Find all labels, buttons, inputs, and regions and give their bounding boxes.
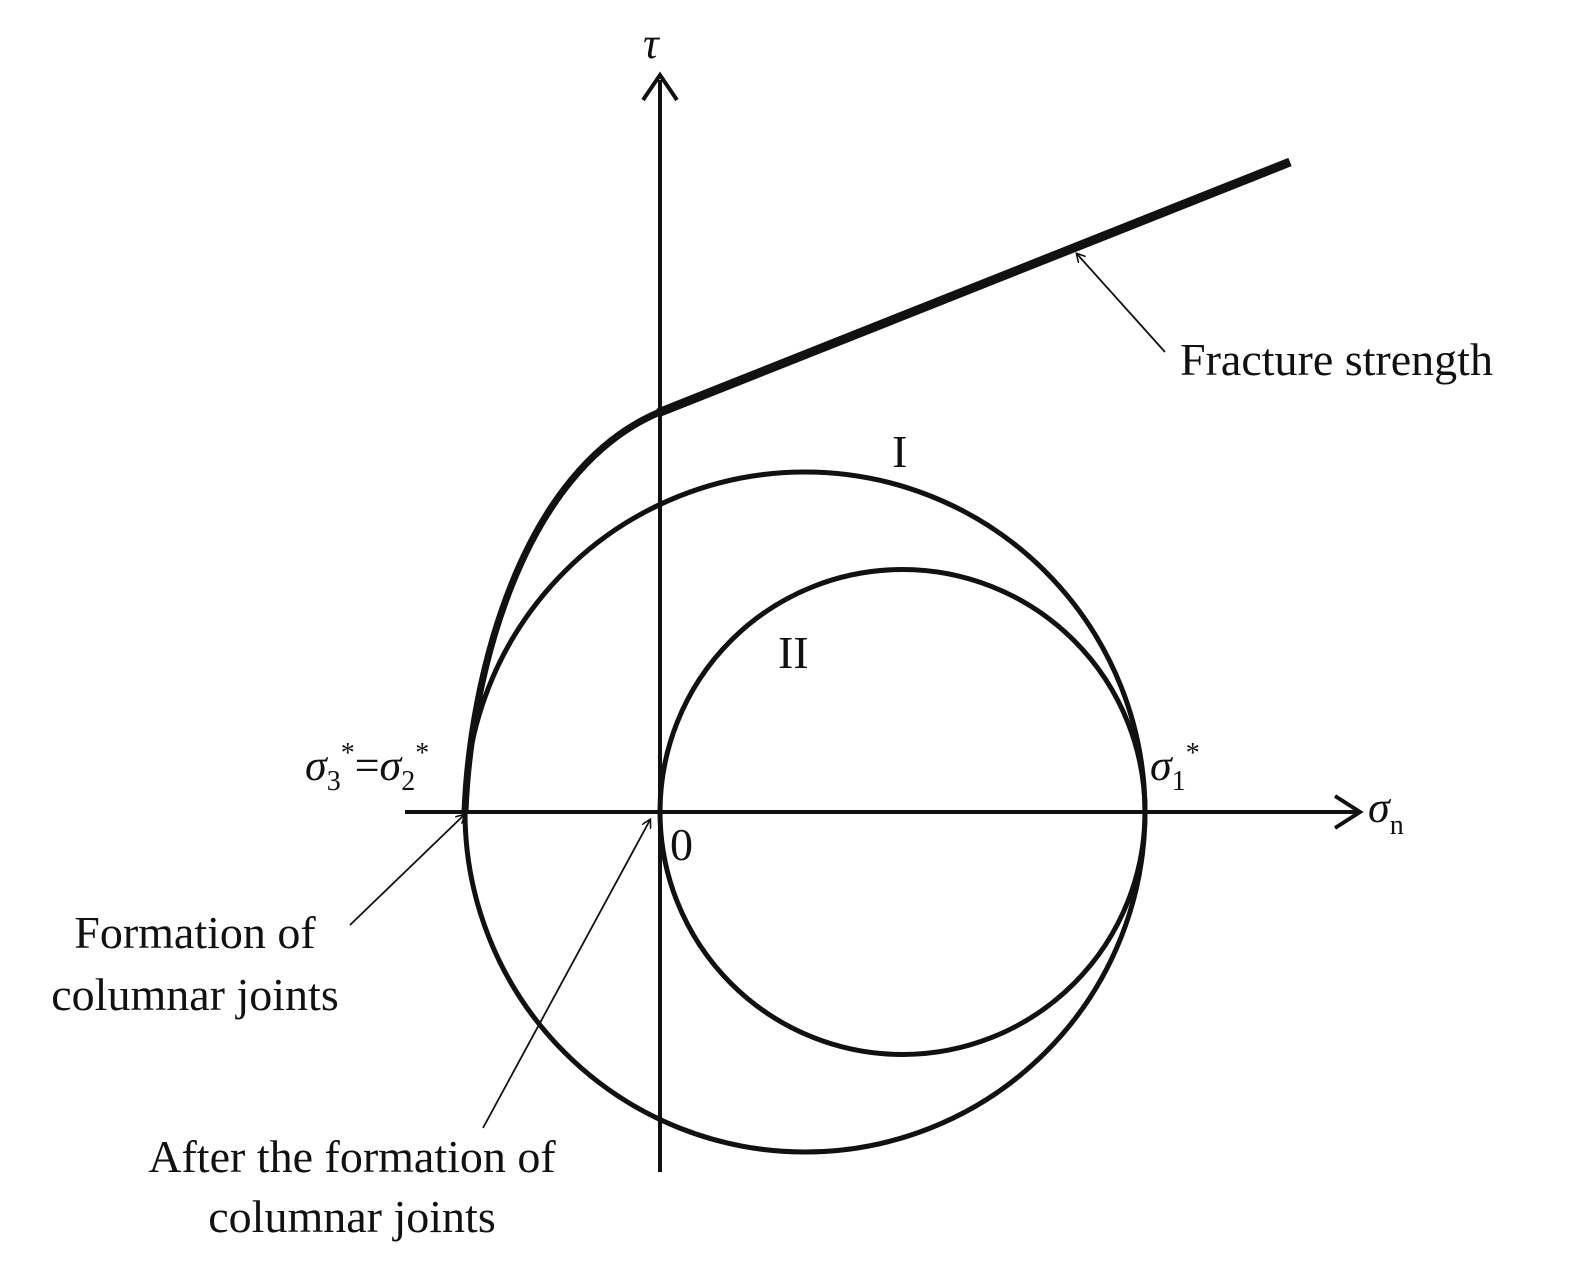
after-formation-label-line1: After the formation of	[148, 1131, 556, 1182]
sigma1-label: σ1*	[1150, 738, 1200, 797]
mohr-circle-II	[657, 567, 1148, 1057]
fracture-strength-arrow	[1077, 254, 1166, 353]
circle-II-label: II	[778, 627, 809, 678]
sigma-n-axis-label: σn	[1368, 783, 1404, 841]
origin-label: 0	[670, 819, 693, 870]
formation-label-line2: columnar joints	[51, 969, 338, 1020]
fracture-envelope-line	[656, 157, 1292, 418]
formation-label-line1: Formation of	[74, 907, 316, 958]
fracture-strength-label: Fracture strength	[1180, 334, 1493, 385]
sigma3-equals-sigma2-label: σ3*=σ2*	[305, 738, 429, 797]
after-formation-arrow	[482, 820, 650, 1129]
sigma-n-axis-arrowhead	[1333, 794, 1364, 830]
formation-arrow	[349, 815, 464, 926]
fracture-envelope-curve	[461, 408, 662, 813]
circle-I-label: I	[892, 426, 907, 477]
tau-axis-label: τ	[643, 19, 661, 68]
after-formation-label-line2: columnar joints	[208, 1191, 495, 1242]
tau-axis-arrowhead	[641, 71, 679, 102]
